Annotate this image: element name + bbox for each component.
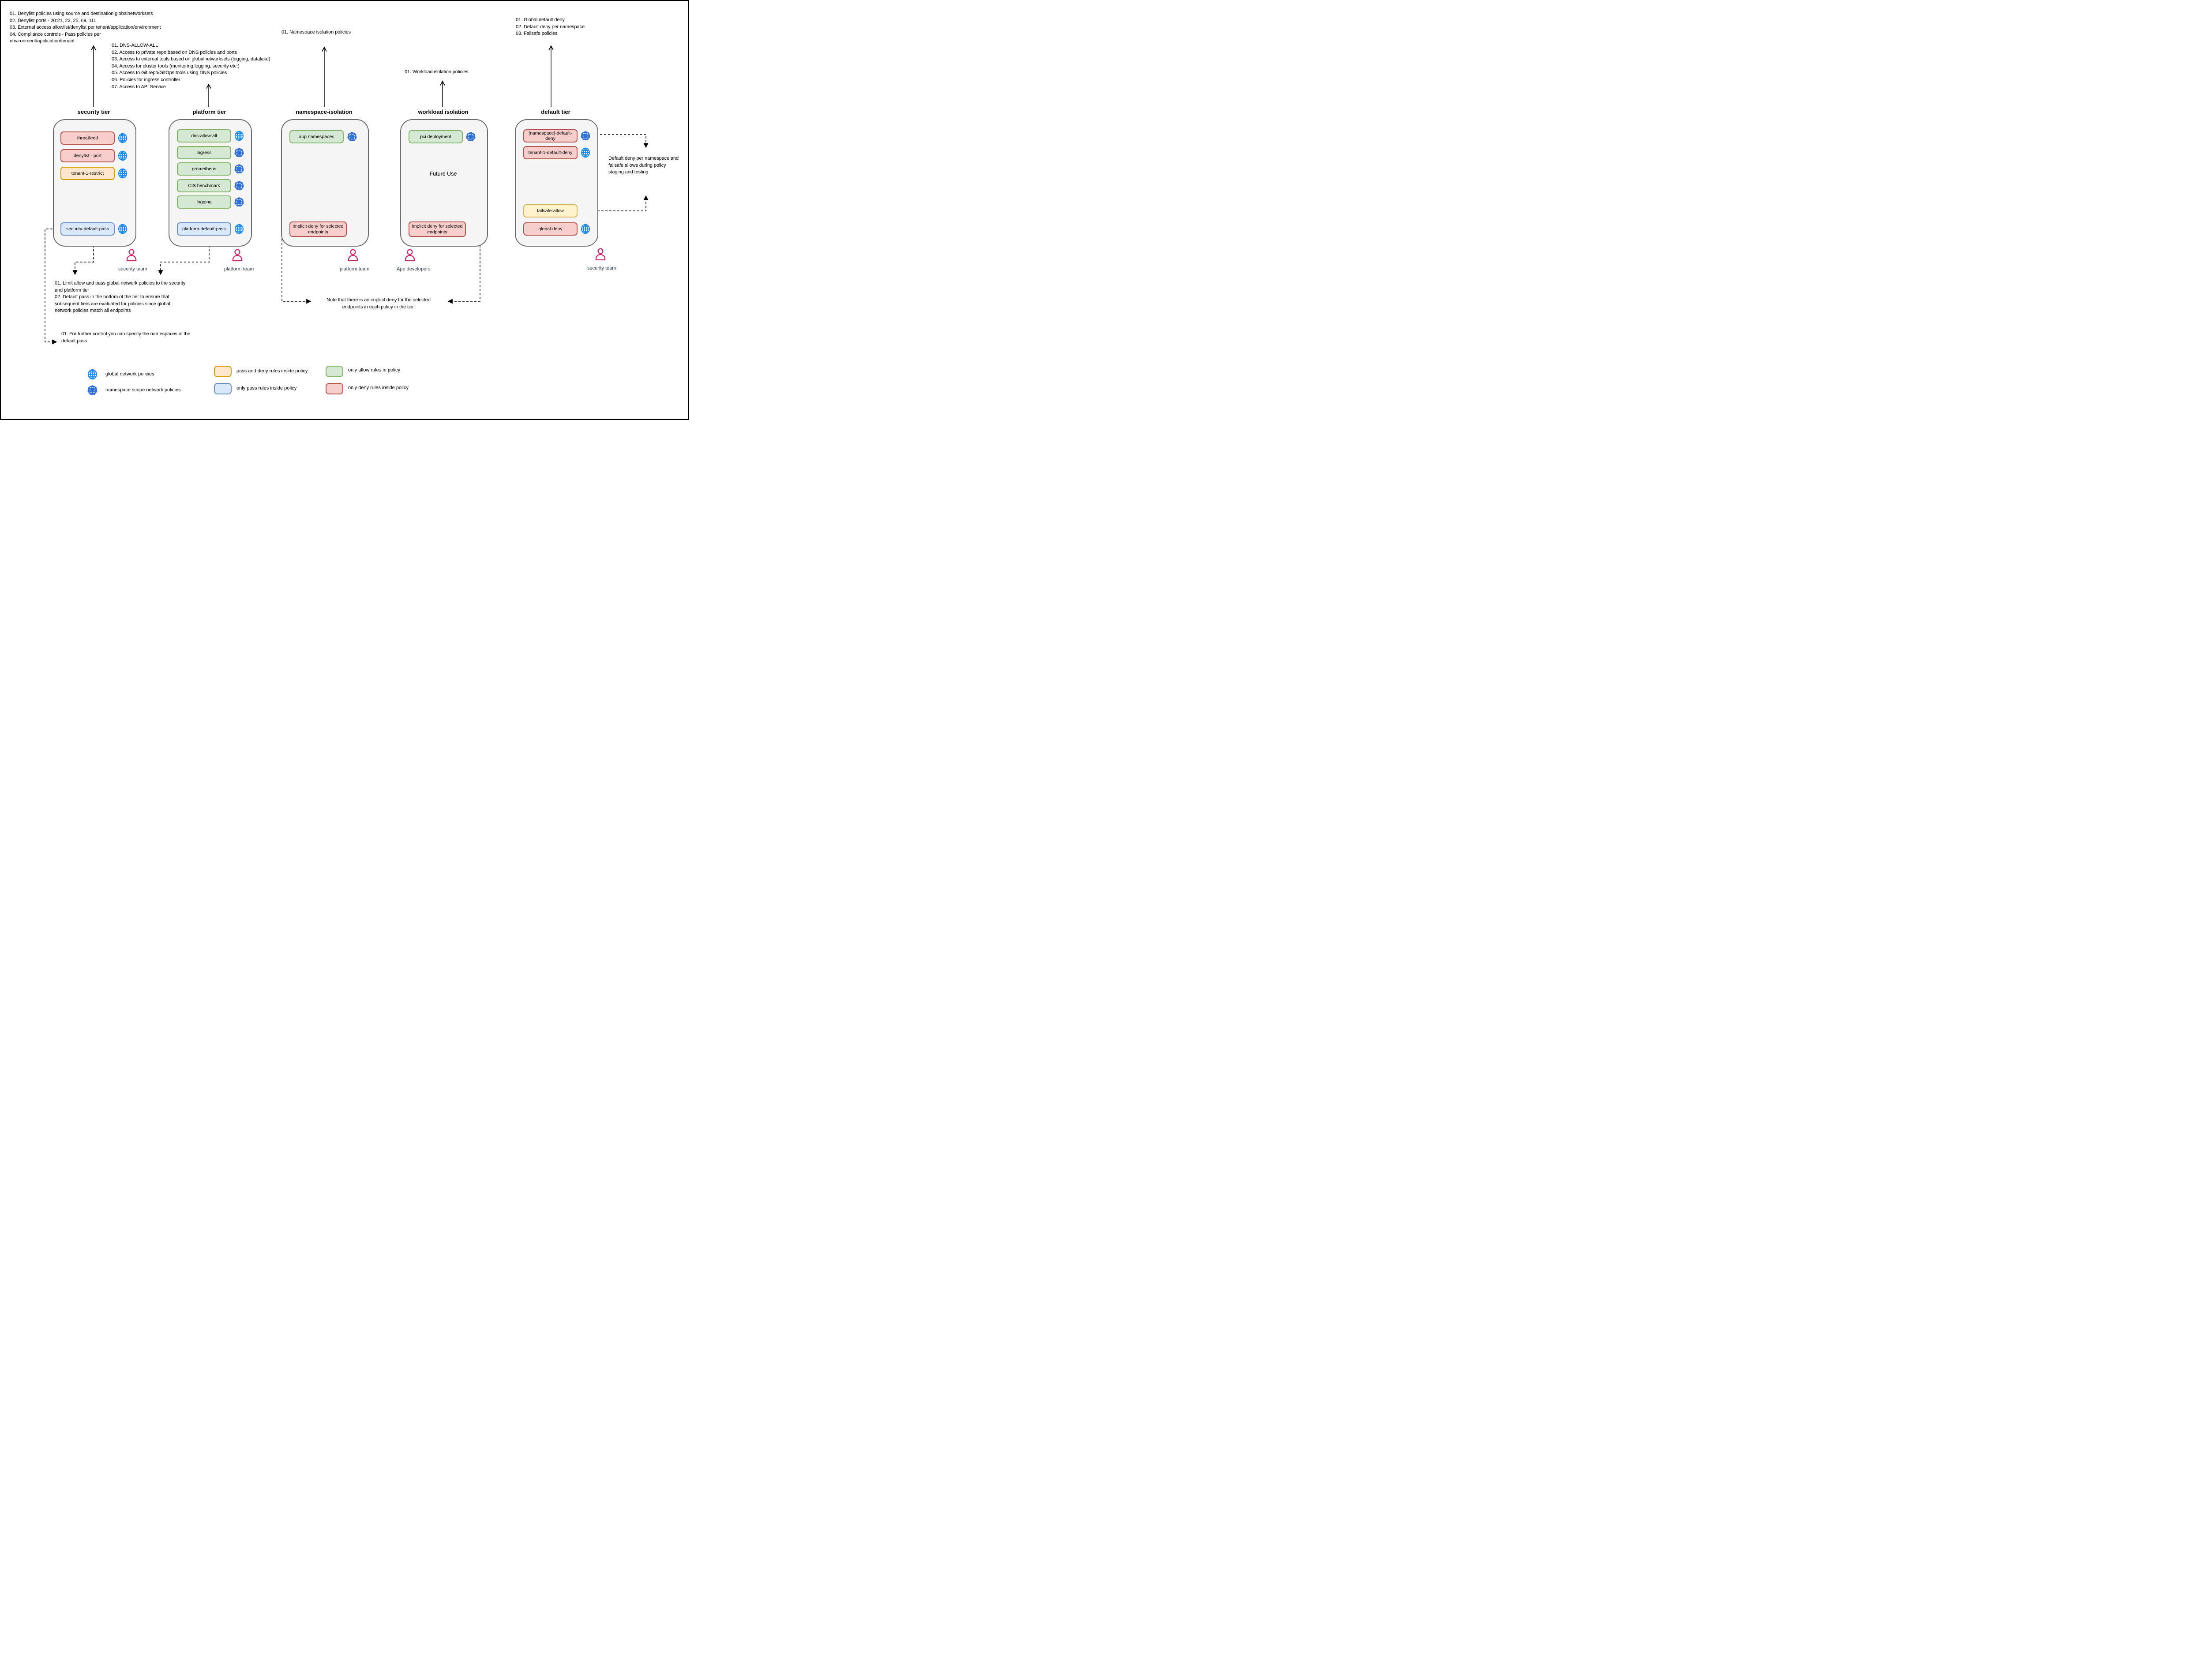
globe-icon — [87, 369, 98, 380]
tier-title-platform: platform tier — [192, 109, 226, 115]
person-security-team-1: security team — [118, 248, 147, 272]
tier-title-default: default tier — [541, 109, 570, 115]
legend-label-only-deny: only deny rules inside policy — [348, 385, 409, 390]
legend-label-only-pass: only pass rules inside policy — [236, 386, 297, 391]
policy-threatfeed: threatfeed — [60, 131, 115, 145]
globe-icon — [234, 224, 244, 234]
globe-icon — [117, 150, 128, 161]
policy-platform-default-pass: platform-default-pass — [177, 222, 231, 236]
person-security-team-2: security team — [587, 247, 616, 271]
person-label: security team — [118, 266, 147, 272]
namespace-icon — [87, 385, 98, 396]
annotation-further-control-note: 01. For further control you can specify … — [61, 331, 191, 344]
policy-security-default-pass: security-default-pass — [60, 222, 115, 236]
legend-box-only-pass — [214, 383, 232, 394]
legend-label-global: global network policies — [105, 371, 154, 377]
globe-icon — [234, 131, 244, 141]
policy-namespace-default-deny: [namespace]-default-deny — [523, 129, 578, 142]
legend-label-pass-and-deny: pass and deny rules inside policy — [236, 368, 308, 374]
namespace-icon — [347, 131, 357, 142]
person-icon — [348, 249, 358, 262]
person-platform-team-1: platform team — [224, 248, 254, 272]
namespace-icon — [234, 164, 244, 174]
annotation-platform-tier: 01. DNS-ALLOW-ALL 02. Access to private … — [112, 43, 270, 90]
legend-box-only-allow — [326, 366, 343, 377]
globe-icon — [117, 168, 128, 179]
annotation-namespace-tier: 01. Namespace isolation policies — [281, 30, 351, 35]
namespace-icon — [234, 180, 244, 191]
person-icon — [126, 249, 137, 262]
policy-global-deny: global-deny — [523, 222, 578, 236]
tier-title-namespace-isolation: namespace-isolation — [296, 109, 353, 115]
policy-implicit-deny-namespace: implicit deny for selected endpoints — [289, 221, 347, 237]
diagram-canvas: 01. Denylist policies using source and d… — [0, 0, 689, 420]
globe-icon — [117, 224, 128, 234]
namespace-icon — [234, 147, 244, 158]
policy-dns-allow-all: dns-allow-all — [177, 129, 231, 142]
annotation-workload-tier: 01. Workload isolation policies — [405, 69, 469, 75]
person-label: App developers — [397, 266, 431, 272]
annotation-implicit-deny-note: Note that there is an implicit deny for … — [326, 297, 431, 310]
policy-pci-deployment: pci deployment — [409, 130, 463, 143]
person-icon — [405, 249, 415, 262]
policy-denylist-port: denylist - port — [60, 149, 115, 162]
globe-icon — [117, 133, 128, 143]
person-icon — [232, 249, 243, 262]
person-app-developers: App developers — [397, 248, 431, 272]
person-label: platform team — [340, 266, 370, 272]
policy-prometheus: prometheus — [177, 162, 231, 176]
policy-tenant-1-restrict: tenant-1-restrict — [60, 167, 115, 180]
tier-title-security: security tier — [77, 109, 110, 115]
globe-icon — [580, 224, 591, 234]
person-label: security team — [587, 266, 616, 271]
person-platform-team-2: platform team — [340, 248, 370, 272]
namespace-icon — [465, 131, 476, 142]
annotation-pass-note: 01. Limit allow and pass global network … — [55, 281, 186, 314]
policy-ingress: ingress — [177, 146, 231, 159]
legend-label-namespace: namespace scope network policies — [105, 387, 181, 393]
policy-app-namespaces: app namespaces — [289, 130, 344, 143]
person-label: platform team — [224, 266, 254, 272]
person-icon — [595, 248, 606, 261]
policy-tenant-1-default-deny: tenant-1-default-deny — [523, 146, 578, 159]
legend-box-pass-and-deny — [214, 366, 232, 377]
tier-title-workload-isolation: workload isolation — [418, 109, 469, 115]
annotation-default-deny-note: Default deny per namespace and failsafe … — [608, 156, 679, 175]
policy-cis-benchmark: CIS benchmark — [177, 179, 231, 192]
namespace-icon — [234, 197, 244, 207]
future-use-label: Future Use — [429, 171, 457, 177]
globe-icon — [580, 147, 591, 158]
legend-box-only-deny — [326, 383, 343, 394]
namespace-icon — [580, 131, 591, 141]
policy-logging: logging — [177, 195, 231, 209]
policy-failsafe-allow: failsafe-allow — [523, 204, 578, 218]
annotation-security-tier: 01. Denylist policies using source and d… — [10, 11, 161, 44]
legend-label-only-allow: only allow rules in policy — [348, 368, 400, 373]
policy-implicit-deny-workload: implicit deny for selected endpoints — [409, 221, 466, 237]
annotation-default-tier: 01. Global default deny 02. Default deny… — [516, 17, 585, 37]
